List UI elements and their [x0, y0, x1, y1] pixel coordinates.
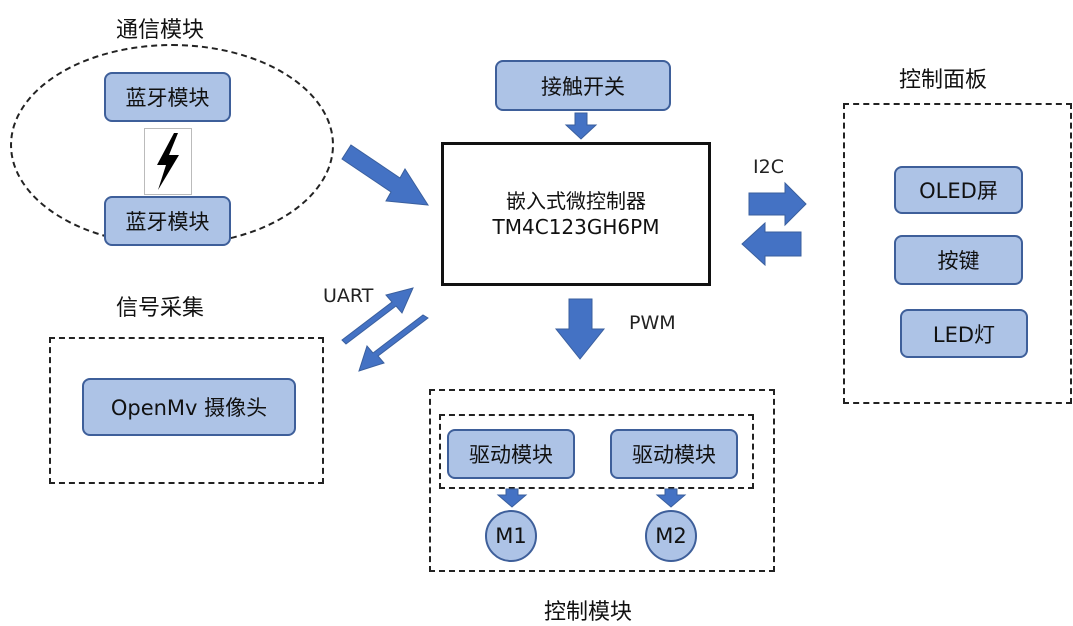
pwm-label: PWM	[629, 312, 676, 334]
openmv-camera-box[interactable]: OpenMv 摄像头	[82, 378, 296, 436]
arrow-camera-to-mcu	[341, 287, 414, 345]
i2c-label: I2C	[753, 156, 784, 178]
arrow-comm-to-mcu	[341, 144, 429, 206]
bluetooth-module-top[interactable]: 蓝牙模块	[104, 72, 231, 122]
mcu-name: 嵌入式微控制器	[506, 189, 646, 213]
signal-group-border	[49, 337, 324, 484]
signal-group-title: 信号采集	[116, 296, 205, 321]
arrow-mcu-to-camera	[358, 314, 429, 372]
driver-group-border	[439, 414, 754, 489]
control-group-title: 控制模块	[544, 600, 633, 625]
comm-group-title: 通信模块	[116, 18, 205, 43]
led-box[interactable]: LED灯	[900, 309, 1028, 358]
keys-box[interactable]: 按键	[894, 235, 1023, 285]
arrow-driver-to-m2	[655, 488, 687, 508]
bluetooth-module-bottom[interactable]: 蓝牙模块	[104, 196, 231, 246]
control-group-border	[429, 389, 775, 572]
contact-switch-box[interactable]: 接触开关	[495, 60, 671, 111]
uart-label: UART	[323, 285, 374, 307]
panel-group-border	[843, 103, 1072, 404]
oled-screen-box[interactable]: OLED屏	[894, 166, 1023, 214]
mcu-box[interactable]: 嵌入式微控制器 TM4C123GH6PM	[441, 142, 711, 286]
arrow-pwm-down	[554, 298, 606, 360]
mcu-model: TM4C123GH6PM	[492, 215, 660, 239]
motor-m2[interactable]: M2	[645, 510, 697, 562]
arrow-panel-to-mcu	[741, 221, 802, 267]
panel-group-title: 控制面板	[899, 68, 988, 93]
motor-m1[interactable]: M1	[485, 510, 537, 562]
driver-module-right[interactable]: 驱动模块	[610, 429, 738, 479]
arrow-switch-to-mcu	[564, 112, 598, 140]
arrow-driver-to-m1	[496, 488, 528, 508]
lightning-icon	[144, 128, 192, 195]
driver-module-left[interactable]: 驱动模块	[447, 429, 575, 479]
arrow-mcu-to-panel	[748, 181, 807, 227]
